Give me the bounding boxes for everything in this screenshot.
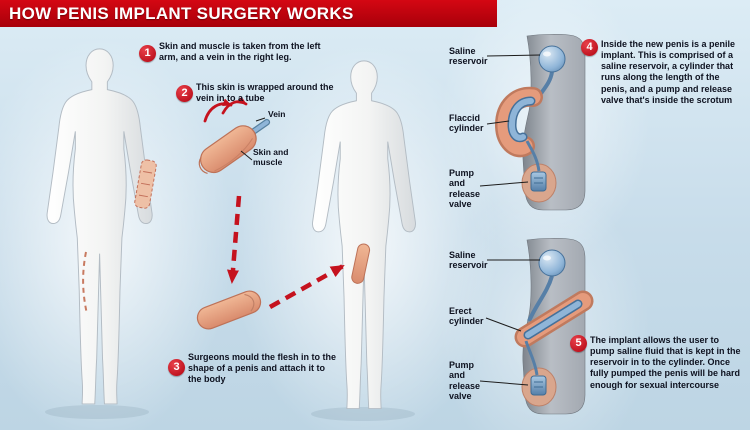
arm-skin-patch — [134, 159, 157, 209]
moulded-penis-illustration — [196, 290, 262, 330]
implant-panel-erect — [514, 237, 594, 415]
right-figure-shadow — [311, 407, 415, 421]
page-title: HOW PENIS IMPLANT SURGERY WORKS — [9, 4, 354, 23]
wrap-illustration — [198, 96, 271, 175]
step-5-badge: 5 — [570, 335, 587, 352]
step-4-number: 4 — [586, 41, 593, 53]
saline-reservoir-label-bottom: Saline reservoir — [449, 250, 488, 271]
step-4-badge: 4 — [581, 39, 598, 56]
title-banner: HOW PENIS IMPLANT SURGERY WORKS — [0, 0, 497, 27]
step-4-text: Inside the new penis is a penile implant… — [601, 39, 736, 105]
step-3-number: 3 — [173, 361, 180, 373]
left-figure — [46, 48, 157, 405]
step-2-badge: 2 — [176, 85, 193, 102]
pump-valve — [530, 171, 547, 192]
step-5-number: 5 — [575, 337, 582, 349]
pump-valve-label-top: Pump and release valve — [449, 168, 481, 210]
vein-label: Vein — [268, 109, 286, 119]
implant-panel-flaccid — [494, 33, 586, 211]
wrap-motion-arrow-2 — [221, 96, 248, 115]
saline-reservoir-label-top: Saline reservoir — [449, 46, 488, 67]
saline-reservoir-ball — [538, 45, 566, 73]
dashed-arrow-right — [268, 264, 345, 309]
right-figure — [312, 60, 416, 410]
step-1-badge: 1 — [139, 45, 156, 62]
saline-reservoir-ball — [538, 249, 566, 277]
flaccid-cylinder-label: Flaccid cylinder — [449, 113, 484, 134]
leg-vein-line — [82, 251, 88, 315]
label-pointer-lines — [479, 54, 541, 386]
pump-valve-label-bottom: Pump and release valve — [449, 360, 481, 402]
step-3-text: Surgeons mould the flesh in to the shape… — [188, 352, 337, 385]
dashed-arrow-down — [226, 195, 242, 284]
skin-muscle-label: Skin and muscle — [253, 147, 289, 167]
attached-penis — [351, 243, 371, 284]
step-1-text: Skin and muscle is taken from the left a… — [159, 41, 321, 63]
pump-valve — [530, 375, 547, 396]
step-1-number: 1 — [144, 47, 151, 59]
erect-cylinder-label: Erect cylinder — [449, 306, 484, 327]
left-figure-shadow — [45, 405, 149, 419]
step-3-badge: 3 — [168, 359, 185, 376]
step-2-text: This skin is wrapped around the vein in … — [196, 82, 334, 104]
step-2-number: 2 — [181, 87, 188, 99]
step-5-text: The implant allows the user to pump sali… — [590, 335, 741, 390]
